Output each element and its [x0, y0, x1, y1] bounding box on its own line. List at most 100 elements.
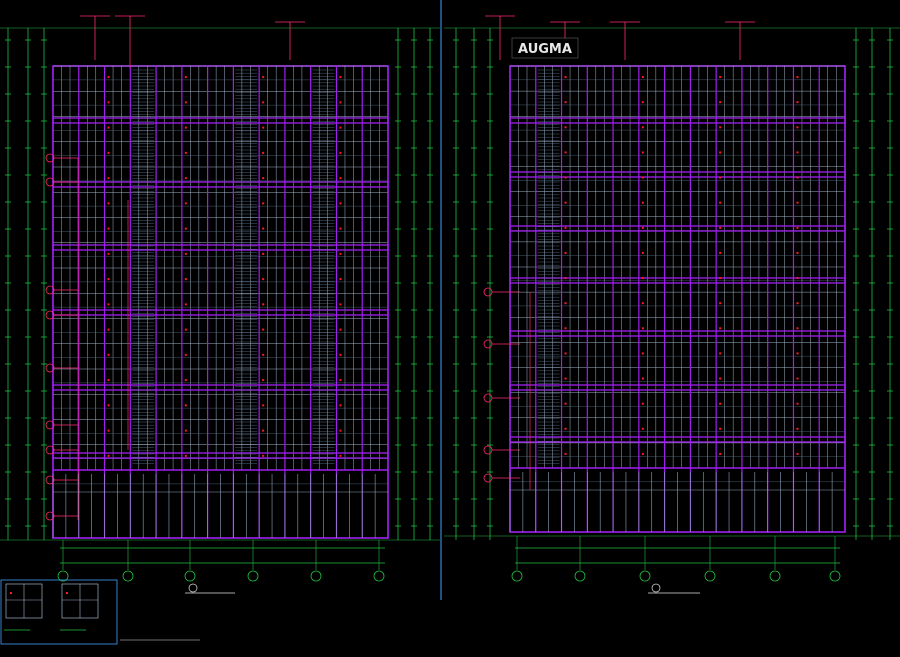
red-marker [184, 328, 187, 331]
axis-bubble-icon [574, 570, 586, 582]
red-marker [564, 427, 567, 430]
red-marker [339, 126, 342, 129]
axis-bubble-icon [769, 570, 781, 582]
red-marker [796, 402, 799, 405]
red-marker [107, 101, 110, 104]
red-marker [641, 327, 644, 330]
red-marker [339, 278, 342, 281]
red-marker [262, 101, 265, 104]
red-marker [184, 101, 187, 104]
axis-bubble-icon [310, 570, 322, 582]
red-marker [796, 76, 799, 79]
window-detail-box [0, 579, 200, 645]
red-marker [107, 328, 110, 331]
red-marker [262, 454, 265, 457]
red-marker [564, 76, 567, 79]
red-marker [641, 101, 644, 104]
red-marker [719, 251, 722, 254]
red-marker [339, 227, 342, 230]
red-marker [339, 202, 342, 205]
red-marker [719, 126, 722, 129]
sign-panel [511, 37, 579, 59]
red-marker [719, 452, 722, 455]
axis-bubble-icon [184, 570, 196, 582]
red-marker [641, 226, 644, 229]
axis-bubble-icon [373, 570, 385, 582]
red-marker [796, 226, 799, 229]
red-marker [719, 277, 722, 280]
red-marker [719, 377, 722, 380]
red-marker [107, 429, 110, 432]
red-marker [262, 353, 265, 356]
floor-band [52, 384, 389, 391]
red-marker [796, 176, 799, 179]
left-elevation [52, 65, 389, 539]
axis-bubble-icon [511, 570, 523, 582]
red-marker [641, 377, 644, 380]
red-marker [796, 327, 799, 330]
red-marker [339, 404, 342, 407]
sign-text: AUGMA [518, 42, 572, 57]
title-bubble-icon [188, 583, 198, 593]
right-elevation [509, 65, 846, 533]
axis-bubbles [57, 536, 841, 594]
red-marker [796, 126, 799, 129]
red-marker [184, 303, 187, 306]
red-marker [184, 126, 187, 129]
red-marker [262, 76, 265, 79]
axis-bubble-icon [122, 570, 134, 582]
red-marker [107, 303, 110, 306]
red-marker [339, 151, 342, 154]
red-marker [564, 277, 567, 280]
red-marker [107, 353, 110, 356]
red-marker [184, 353, 187, 356]
title-bubble-icon [651, 583, 661, 593]
red-marker [107, 151, 110, 154]
red-marker [339, 76, 342, 79]
red-marker [184, 379, 187, 382]
red-marker [339, 303, 342, 306]
red-marker [262, 177, 265, 180]
floor-band [509, 384, 846, 391]
red-marker [796, 201, 799, 204]
red-marker [564, 327, 567, 330]
red-marker [262, 379, 265, 382]
axis-bubble-icon [57, 570, 69, 582]
red-marker [719, 302, 722, 305]
red-marker [107, 76, 110, 79]
red-marker [184, 252, 187, 255]
red-marker [262, 404, 265, 407]
red-marker [184, 454, 187, 457]
red-marker [564, 201, 567, 204]
red-marker [564, 352, 567, 355]
axis-bubble-icon [829, 570, 841, 582]
red-marker [564, 226, 567, 229]
red-marker [641, 427, 644, 430]
red-marker [107, 379, 110, 382]
red-marker [796, 277, 799, 280]
red-marker [107, 404, 110, 407]
red-marker [719, 176, 722, 179]
red-marker [796, 427, 799, 430]
red-marker [107, 252, 110, 255]
red-marker [641, 277, 644, 280]
red-marker [339, 429, 342, 432]
red-marker [262, 278, 265, 281]
red-marker [107, 126, 110, 129]
red-marker [719, 151, 722, 154]
red-marker [641, 126, 644, 129]
red-marker [719, 427, 722, 430]
red-marker [641, 452, 644, 455]
red-marker [564, 377, 567, 380]
red-marker [107, 278, 110, 281]
red-marker [184, 429, 187, 432]
red-marker [262, 252, 265, 255]
floor-band [509, 330, 846, 337]
red-marker [564, 251, 567, 254]
red-marker [796, 151, 799, 154]
red-marker [564, 101, 567, 104]
red-marker [796, 101, 799, 104]
floor-band [509, 171, 846, 178]
red-marker [184, 202, 187, 205]
